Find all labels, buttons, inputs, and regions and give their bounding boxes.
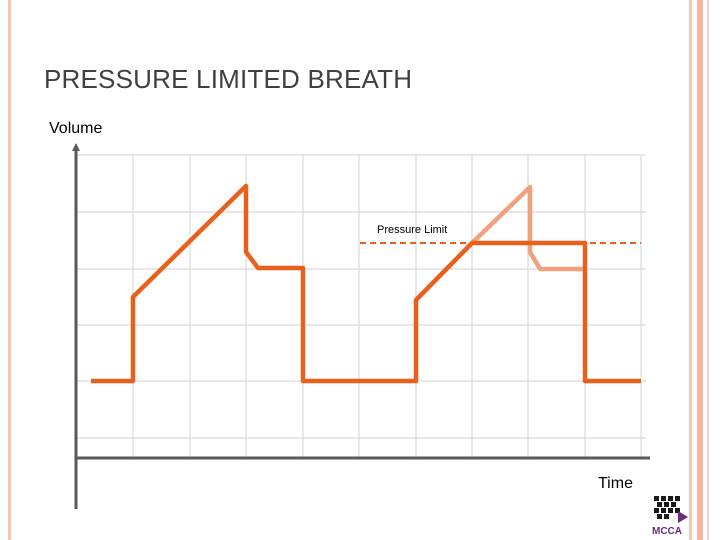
y-axis-arrowhead xyxy=(72,143,80,151)
volume-waveform xyxy=(91,183,641,384)
slide-frame-left xyxy=(8,0,11,540)
logo-text: MCCA xyxy=(652,526,682,536)
slide-frame-right xyxy=(689,0,692,540)
pressure-limit-label: Pressure Limit xyxy=(377,224,448,236)
unlimited-volume-trace xyxy=(470,184,585,272)
slide-title: PRESSURE LIMITED BREATH xyxy=(44,64,413,94)
slide-frame-right-edge xyxy=(707,0,709,540)
x-axis-label: Time xyxy=(598,475,633,492)
grid xyxy=(76,154,646,458)
y-axis-label: Volume xyxy=(49,120,103,137)
mcca-logo: MCCA xyxy=(652,496,688,536)
slide-frame-right-band xyxy=(697,0,703,540)
